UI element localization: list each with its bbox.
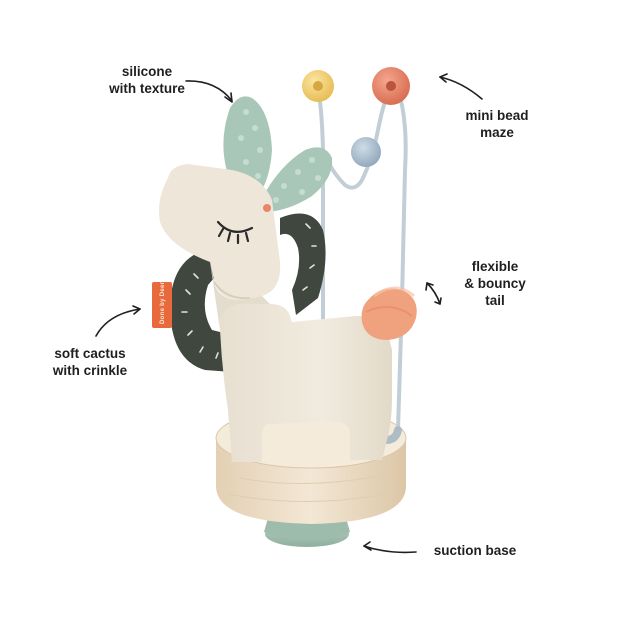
callout-tail-line2: & bouncy [464,276,526,291]
callout-cactus-line2: with crinkle [52,363,128,378]
bead-blue [351,137,381,167]
callout-bead-maze-line2: maze [480,125,514,140]
arrow-base [363,541,417,554]
llama-head [159,164,281,300]
callout-silicone-line2: with texture [109,81,185,96]
callout-tail: flexible & bouncy tail [454,258,536,309]
arrow-cactus [95,305,141,337]
bouncy-tail [361,286,417,340]
brand-tag: Done by Deer [152,281,172,328]
callout-silicone-line1: silicone [121,64,173,79]
callout-cactus-line1: soft cactus [54,346,126,361]
arrow-tail [425,282,442,305]
callout-bead-maze-line1: mini bead [465,108,529,123]
bead-yellow [302,70,334,102]
llama-body [210,262,392,462]
sleeping-eye-icon [216,220,254,245]
callout-tail-line1: flexible [471,259,519,274]
callout-tail-line3: tail [485,293,505,308]
suction-cup [264,518,350,547]
callout-silicone: silicone with texture [102,63,192,97]
brand-tag-text: Done by Deer [160,281,166,324]
callout-base: suction base [420,542,530,559]
callout-base-line1: suction base [433,543,517,558]
callout-cactus: soft cactus with crinkle [40,345,140,379]
arrow-silicone [185,80,233,103]
arrow-bead-maze [439,73,483,100]
bead-coral [372,67,410,105]
callout-bead-maze: mini bead maze [452,107,542,141]
